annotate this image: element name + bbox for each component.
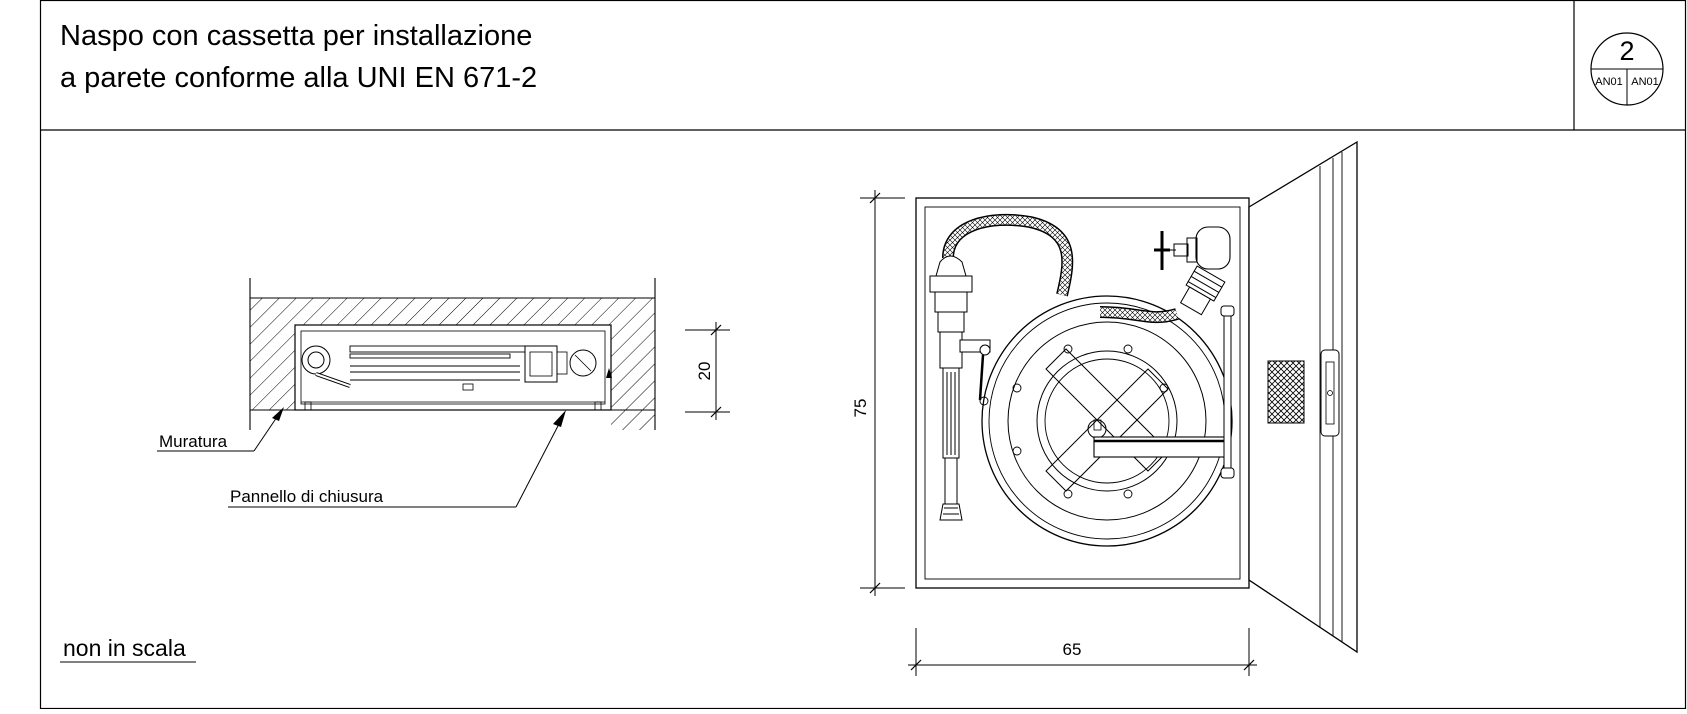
scale-note: non in scala — [60, 635, 196, 663]
valve — [1195, 226, 1231, 270]
dimension-depth: 20 — [695, 362, 714, 381]
nozzle — [929, 255, 991, 521]
title-line-1: Naspo con cassetta per installazione — [60, 20, 532, 52]
section-view: Muratura Pannello di chiusura 20 — [157, 278, 730, 508]
wall-hatching — [250, 298, 655, 430]
sheet-tag: 2 AN01 AN01 — [1590, 32, 1664, 106]
sheet-number: 2 — [1619, 36, 1634, 66]
dimension-height: 75 — [851, 399, 870, 418]
reel-drum — [981, 295, 1233, 547]
door-window — [1267, 360, 1305, 424]
label-wall: Muratura — [159, 432, 228, 451]
front-view: 75 65 — [851, 140, 1358, 676]
sheet-code-left: AN01 — [1595, 76, 1623, 88]
note-not-to-scale: non in scala — [63, 635, 186, 661]
label-panel: Pannello di chiusura — [230, 487, 384, 506]
title-line-2: a parete conforme alla UNI EN 671-2 — [60, 62, 537, 94]
cabinet-section — [294, 324, 612, 411]
sheet-code-right: AN01 — [1631, 76, 1659, 88]
dimension-width: 65 — [1063, 640, 1082, 659]
door-handle — [1320, 349, 1340, 437]
